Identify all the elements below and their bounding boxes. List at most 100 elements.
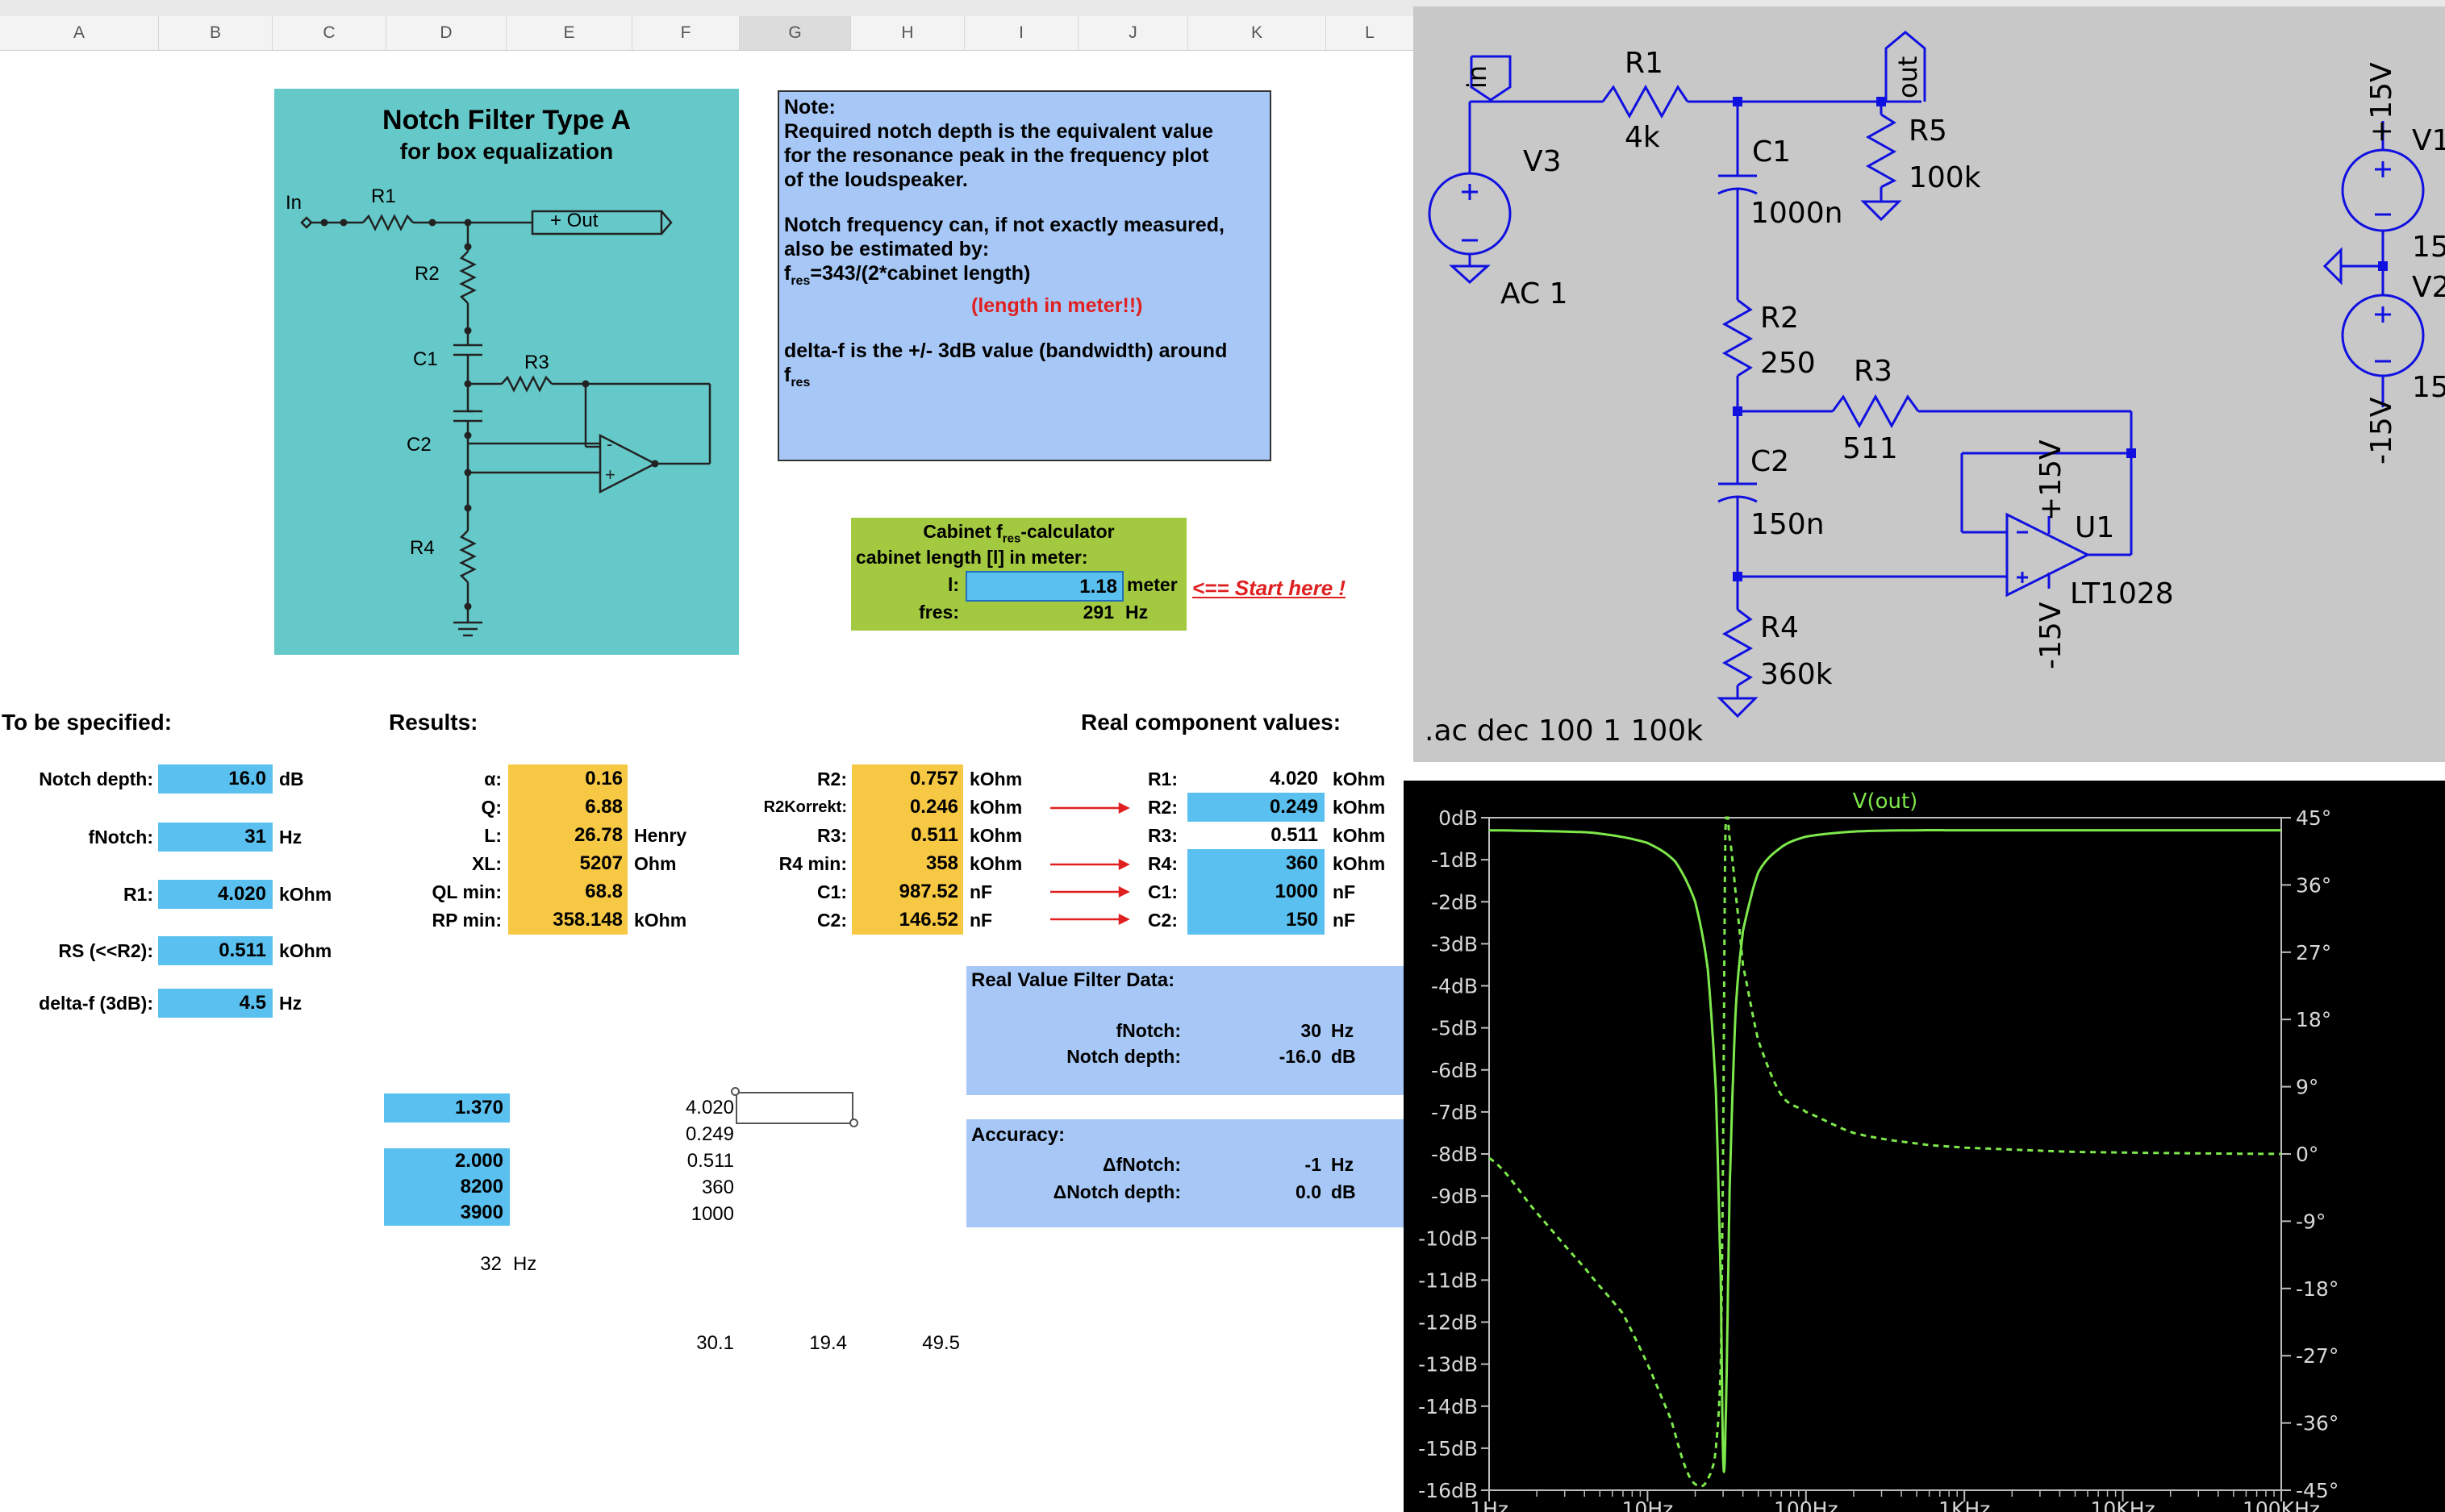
calc-title: Cabinet fres-calculator	[851, 521, 1187, 546]
calc-title-post: -calculator	[1020, 521, 1115, 542]
sch-r3-value: 511	[1842, 432, 1898, 465]
selection-handle-bottom[interactable]	[849, 1118, 858, 1127]
real-input-c1[interactable]: 1000	[1187, 877, 1325, 906]
col-header-a[interactable]: A	[0, 16, 159, 50]
spec-label-deltaf: delta-f (3dB):	[39, 993, 153, 1014]
note-heading: Note:	[784, 96, 836, 119]
selected-cell-g[interactable]	[736, 1092, 853, 1124]
res2-value-c2: 146.52	[852, 906, 963, 935]
col-header-j[interactable]: J	[1079, 16, 1188, 50]
res2-unit-r2korrekt: kOhm	[970, 797, 1023, 818]
sch-c2-name: C2	[1750, 445, 1790, 478]
real-value-r1: 4.020	[1269, 768, 1318, 789]
bode-plot[interactable]: 0dB-1dB-2dB-3dB-4dB-5dB-6dB-7dB-8dB-9dB-…	[1404, 781, 2445, 1512]
col-header-g[interactable]: G	[740, 16, 851, 50]
real-label-r3: R3:	[1147, 825, 1178, 846]
calc-l-label: l:	[947, 574, 959, 595]
diagram-c1-label: C1	[413, 348, 438, 370]
sch-u1-vpos: +15V	[2034, 439, 2067, 521]
col-header-h[interactable]: H	[851, 16, 965, 50]
res2-unit-c1: nF	[970, 881, 993, 902]
magnitude-series-line	[1488, 829, 2281, 1474]
x-tick-label: 10Hz	[1622, 1497, 1674, 1512]
cell-b3[interactable]: 8200	[384, 1174, 510, 1200]
y-left-tick-label: -8dB	[1431, 1143, 1478, 1166]
filter-data-fnotch-value: 30	[1300, 1020, 1321, 1041]
spec-input-r1[interactable]: 4.020	[158, 880, 273, 909]
res-label-xl: XL:	[471, 853, 502, 874]
cabinet-length-input[interactable]: 1.18	[966, 571, 1124, 602]
toolbar-strip	[0, 0, 1413, 17]
real-unit-c2: nF	[1333, 910, 1356, 931]
res2-unit-r4min: kOhm	[970, 853, 1023, 874]
x-tick-label: 1Hz	[1470, 1497, 1508, 1512]
spec-label-depth: Notch depth:	[39, 768, 153, 789]
schematic-canvas[interactable]	[1413, 0, 2445, 762]
x-tick-label: 1KHz	[1938, 1497, 1990, 1512]
sch-vneg-rail: -15V	[2365, 397, 2398, 464]
start-here-link[interactable]: <== Start here !	[1192, 576, 1346, 600]
col-header-i[interactable]: I	[965, 16, 1079, 50]
sch-r3-name: R3	[1854, 355, 1892, 388]
y-right-tick-label: -45°	[2296, 1479, 2339, 1502]
sch-ac-directive[interactable]: .ac dec 100 1 100k	[1425, 714, 1704, 748]
plot-ticks	[1481, 817, 2291, 1502]
selection-handle-top[interactable]	[731, 1087, 740, 1096]
col-header-d[interactable]: D	[386, 16, 507, 50]
y-left-tick-label: -3dB	[1431, 932, 1478, 956]
accuracy-df-value: -1	[1304, 1154, 1321, 1175]
sch-c1-value: 1000n	[1750, 197, 1843, 230]
y-right-tick-label: 45°	[2296, 806, 2331, 830]
plot-border	[1488, 817, 2282, 1491]
note-spacer	[784, 192, 1265, 213]
y-left-tick-label: -14dB	[1418, 1395, 1478, 1418]
note-spacer-2	[784, 318, 1265, 339]
x-tick-label: 10KHz	[2091, 1497, 2155, 1512]
schematic-titlebar	[1413, 0, 2445, 6]
y-left-tick-label: -5dB	[1431, 1017, 1478, 1040]
calc-l-unit: meter	[1127, 574, 1178, 595]
y-left-tick-label: -10dB	[1418, 1227, 1478, 1250]
res-value-ql: 68.8	[508, 877, 628, 906]
note-formula-sub: res	[791, 274, 811, 288]
note-line-6: delta-f is the +/- 3dB value (bandwidth)…	[784, 339, 1228, 362]
spec-input-deltaf[interactable]: 4.5	[158, 989, 273, 1018]
sch-r4-value: 360k	[1760, 658, 1833, 691]
res-value-rp: 358.148	[508, 906, 628, 935]
sch-r1-value: 4k	[1625, 121, 1660, 154]
cell-b2[interactable]: 2.000	[384, 1148, 510, 1174]
col-header-b[interactable]: B	[159, 16, 273, 50]
res-unit-rp: kOhm	[634, 910, 687, 931]
diagram-r3-label: R3	[524, 352, 549, 373]
spec-input-depth[interactable]: 16.0	[158, 764, 273, 793]
y-left-tick-label: -15dB	[1418, 1437, 1478, 1460]
spec-label-fnotch: fNotch:	[88, 827, 153, 848]
note-line-3: of the loudspeaker.	[784, 169, 968, 191]
res-unit-l: Henry	[634, 825, 687, 846]
y-left-tick-label: -4dB	[1431, 975, 1478, 998]
plot-labels: 0dB-1dB-2dB-3dB-4dB-5dB-6dB-7dB-8dB-9dB-…	[1418, 789, 2339, 1512]
cell-b1[interactable]: 1.370	[384, 1093, 510, 1123]
spec-input-rs[interactable]: 0.511	[158, 936, 273, 965]
cell-b4[interactable]: 3900	[384, 1200, 510, 1226]
accuracy-dd-label: ΔNotch depth:	[1053, 1181, 1181, 1202]
real-input-r4[interactable]: 360	[1187, 849, 1325, 878]
note-line-7-sub: res	[791, 376, 811, 389]
real-input-c2[interactable]: 150	[1187, 906, 1325, 935]
cell-f4: 360	[701, 1177, 734, 1198]
col-header-c[interactable]: C	[273, 16, 386, 50]
real-input-r2[interactable]: 0.249	[1187, 793, 1325, 822]
plot-title: V(out)	[1853, 789, 1918, 814]
col-header-e[interactable]: E	[507, 16, 632, 50]
spreadsheet: A B C D E F G H I J K L Notch Filter Typ…	[0, 0, 1413, 1354]
spec-input-fnotch[interactable]: 31	[158, 823, 273, 852]
spec-unit-depth: dB	[279, 768, 304, 789]
col-header-k[interactable]: K	[1188, 16, 1326, 50]
res2-value-c1: 987.52	[852, 877, 963, 906]
sch-out-flag: out	[1892, 56, 1923, 98]
note-line-2: for the resonance peak in the frequency …	[784, 144, 1209, 167]
col-header-l[interactable]: L	[1326, 16, 1413, 50]
cell-f2: 0.249	[685, 1123, 734, 1145]
filter-schematic: - +	[300, 210, 711, 637]
col-header-f[interactable]: F	[632, 16, 740, 50]
